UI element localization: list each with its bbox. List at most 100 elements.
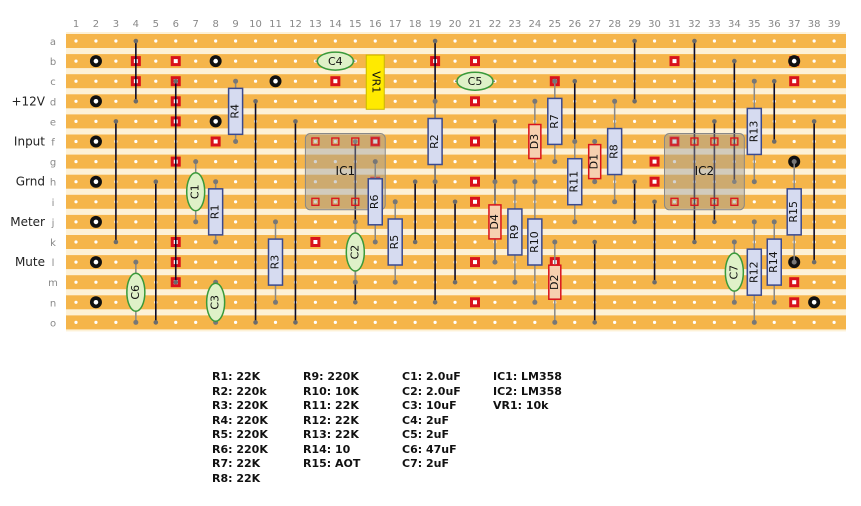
capacitor: C4 xyxy=(315,51,356,71)
strip-hole xyxy=(633,240,637,244)
part-entry: R15: AOT xyxy=(303,457,361,470)
strip-hole xyxy=(792,39,796,43)
column-number: 31 xyxy=(668,19,681,30)
trimmer-body xyxy=(365,54,385,110)
lead-end xyxy=(133,259,139,265)
part-entry: R7: 22K xyxy=(212,457,261,470)
link-end xyxy=(632,219,637,225)
strip-hole xyxy=(413,39,417,43)
link-end xyxy=(133,38,139,44)
part-entry: R3: 220K xyxy=(212,399,268,412)
connection-label: Grnd xyxy=(16,175,45,189)
strip-hole xyxy=(613,300,617,304)
strip-hole xyxy=(652,39,657,43)
part-entry: C4: 2uF xyxy=(402,413,449,427)
lead-end xyxy=(572,219,578,225)
lead-end xyxy=(771,299,777,305)
lead-end xyxy=(392,279,398,285)
row-letter: f xyxy=(51,138,55,149)
link-end xyxy=(353,300,358,305)
wire-pad-hole xyxy=(213,58,218,64)
strip-hole xyxy=(94,320,98,324)
column-number: 7 xyxy=(193,19,199,30)
strip-hole xyxy=(533,79,537,83)
ic-pin xyxy=(670,137,679,146)
resistor: R10 xyxy=(527,179,543,305)
component-label: R5 xyxy=(388,235,401,250)
strip-hole xyxy=(154,79,158,83)
link-end xyxy=(432,38,438,44)
capacitor: C5 xyxy=(455,71,495,91)
strip-hole xyxy=(473,320,477,324)
column-number: 14 xyxy=(329,19,342,30)
strip-hole xyxy=(732,320,736,324)
ic-pin xyxy=(331,137,340,146)
strip-hole xyxy=(633,260,637,264)
component-label: C3 xyxy=(209,295,222,310)
strip-hole xyxy=(832,99,836,103)
lead-end xyxy=(372,159,378,165)
strip-hole xyxy=(273,320,278,324)
link-end xyxy=(153,320,159,325)
link-end xyxy=(771,78,777,84)
strip-hole xyxy=(633,139,637,144)
lead-end xyxy=(532,98,538,104)
lead-end xyxy=(193,159,199,165)
strip-hole xyxy=(373,260,377,264)
strip-hole xyxy=(293,59,298,63)
component-body xyxy=(766,238,782,286)
strip-hole xyxy=(732,39,736,43)
strip-hole xyxy=(134,220,138,224)
strip-hole xyxy=(473,280,477,284)
lead-end xyxy=(751,78,757,84)
ic-label: IC1 xyxy=(336,164,356,178)
strip-hole xyxy=(234,160,238,164)
strip-hole xyxy=(74,220,78,224)
component-label: R9 xyxy=(508,225,521,240)
strip-hole xyxy=(832,280,836,284)
strip-hole xyxy=(194,99,198,103)
component-label: R1 xyxy=(209,205,222,220)
component-body xyxy=(528,123,542,160)
capacitor: C1 xyxy=(185,159,206,225)
component-body xyxy=(456,71,494,91)
part-entry: IC2: LM358 xyxy=(493,384,562,398)
strip-hole xyxy=(413,260,417,264)
strip-hole xyxy=(214,39,218,43)
strip-hole xyxy=(353,320,357,324)
strip-hole xyxy=(573,59,577,63)
strip-hole xyxy=(114,99,118,103)
strip-hole xyxy=(593,79,597,83)
lead-end xyxy=(532,299,538,305)
part-entry: R13: 22K xyxy=(303,428,359,441)
strip-hole xyxy=(194,320,198,324)
strip-hole xyxy=(393,99,397,103)
strip-hole xyxy=(74,119,78,123)
strip-hole xyxy=(74,59,78,63)
strip-hole xyxy=(194,119,198,123)
component-body xyxy=(527,218,543,266)
strip-hole xyxy=(114,59,118,63)
link-end xyxy=(113,239,119,245)
row-letter: n xyxy=(50,298,56,309)
link-end xyxy=(692,239,697,245)
column-number: 8 xyxy=(212,19,218,30)
strip-hole xyxy=(832,139,836,144)
column-number: 38 xyxy=(808,19,821,30)
strip-hole xyxy=(74,200,78,204)
column-number: 32 xyxy=(688,19,701,30)
strip-hole xyxy=(513,39,517,43)
strip-hole xyxy=(393,79,397,83)
strip-hole xyxy=(234,59,238,63)
strip-hole xyxy=(832,200,836,204)
ic-pin xyxy=(690,197,699,206)
strip-hole xyxy=(672,119,677,123)
track-cut xyxy=(470,297,480,308)
strip-hole xyxy=(134,119,138,123)
lead-end xyxy=(193,219,199,225)
strip-hole xyxy=(234,240,238,244)
strip-hole xyxy=(513,119,517,123)
strip-hole xyxy=(553,220,557,224)
lead-end xyxy=(133,319,139,325)
column-number: 30 xyxy=(648,19,661,30)
